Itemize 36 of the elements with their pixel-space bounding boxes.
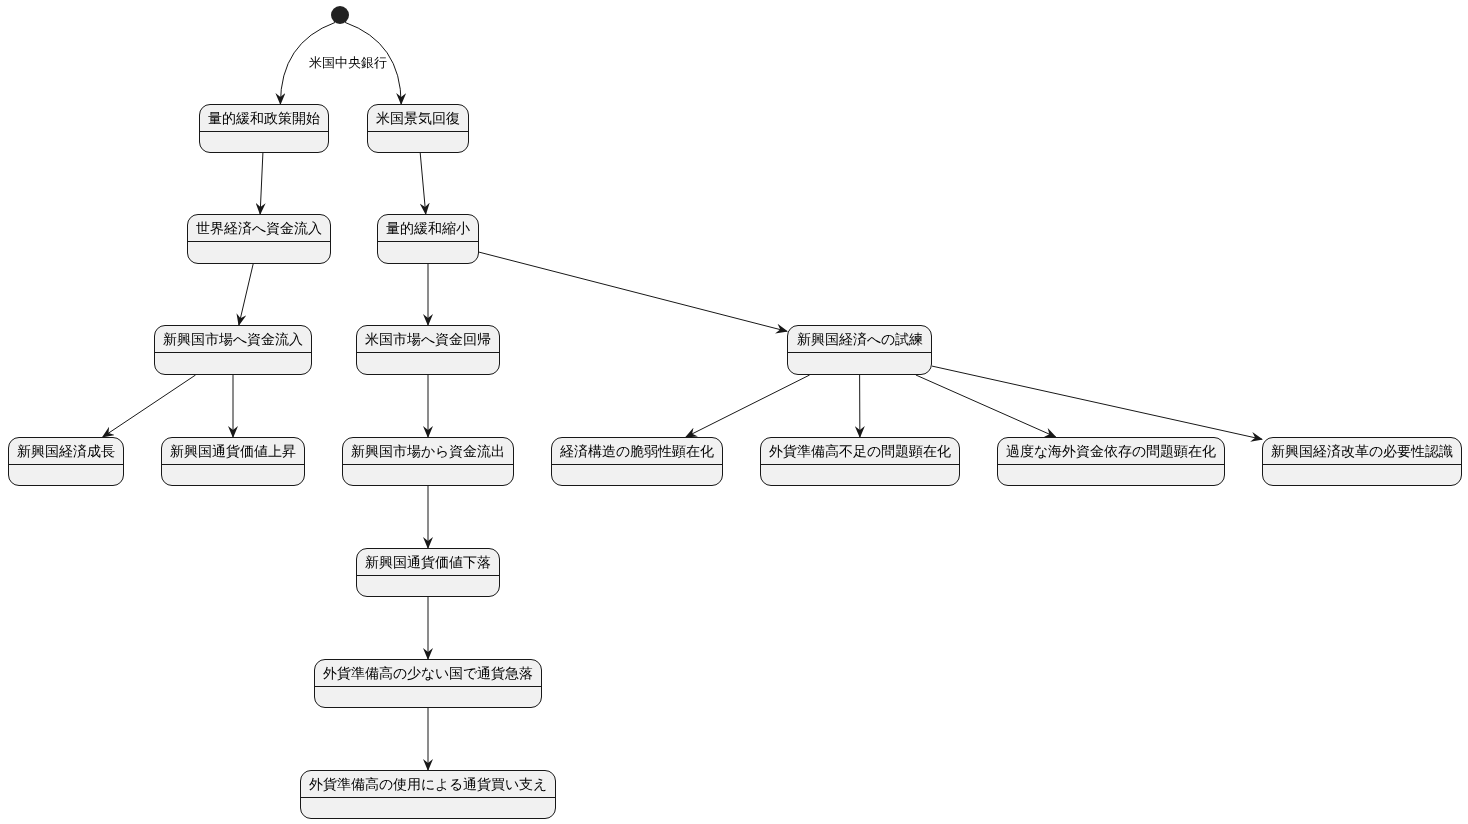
arrow	[478, 251, 788, 334]
state-box: 新興国経済改革の必要性認識	[1262, 437, 1462, 486]
state-box: 新興国通貨価値下落	[356, 548, 500, 597]
arrow	[423, 596, 433, 660]
arrow	[419, 152, 430, 215]
state-box: 新興国通貨価値上昇	[161, 437, 305, 486]
arrow	[275, 22, 336, 105]
arrow	[854, 374, 865, 438]
edge-label: 米国中央銀行	[307, 55, 388, 72]
start-circle	[331, 6, 349, 24]
arrow	[931, 365, 1263, 442]
state-box: 新興国市場へ資金流入	[154, 325, 312, 375]
state-box: 量的緩和縮小	[377, 214, 479, 264]
arrow	[423, 707, 433, 771]
arrow	[101, 374, 197, 438]
state-box: 外貨準備高の使用による通貨買い支え	[300, 770, 556, 819]
arrow	[228, 374, 238, 438]
state-box: 過度な海外資金依存の問題顕在化	[997, 437, 1225, 486]
state-box: 新興国経済への試練	[787, 325, 932, 375]
state-box: 米国市場へ資金回帰	[356, 325, 500, 375]
state-box: 外貨準備高不足の問題顕在化	[760, 437, 960, 486]
arrow	[423, 374, 433, 438]
arrow	[255, 152, 266, 215]
state-box: 世界経済へ資金流入	[187, 214, 331, 264]
arrow	[344, 21, 406, 105]
arrow	[423, 485, 433, 549]
state-box: 経済構造の脆弱性顕在化	[551, 437, 723, 486]
state-box: 外貨準備高の少ない国で通貨急落	[314, 659, 542, 708]
arrow	[236, 263, 254, 326]
state-box: 量的緩和政策開始	[199, 104, 329, 153]
arrow	[423, 263, 433, 326]
arrow	[685, 374, 811, 438]
arrow	[915, 374, 1057, 438]
state-box: 米国景気回復	[367, 104, 469, 153]
state-box: 新興国市場から資金流出	[342, 437, 514, 486]
state-box: 新興国経済成長	[8, 437, 124, 486]
